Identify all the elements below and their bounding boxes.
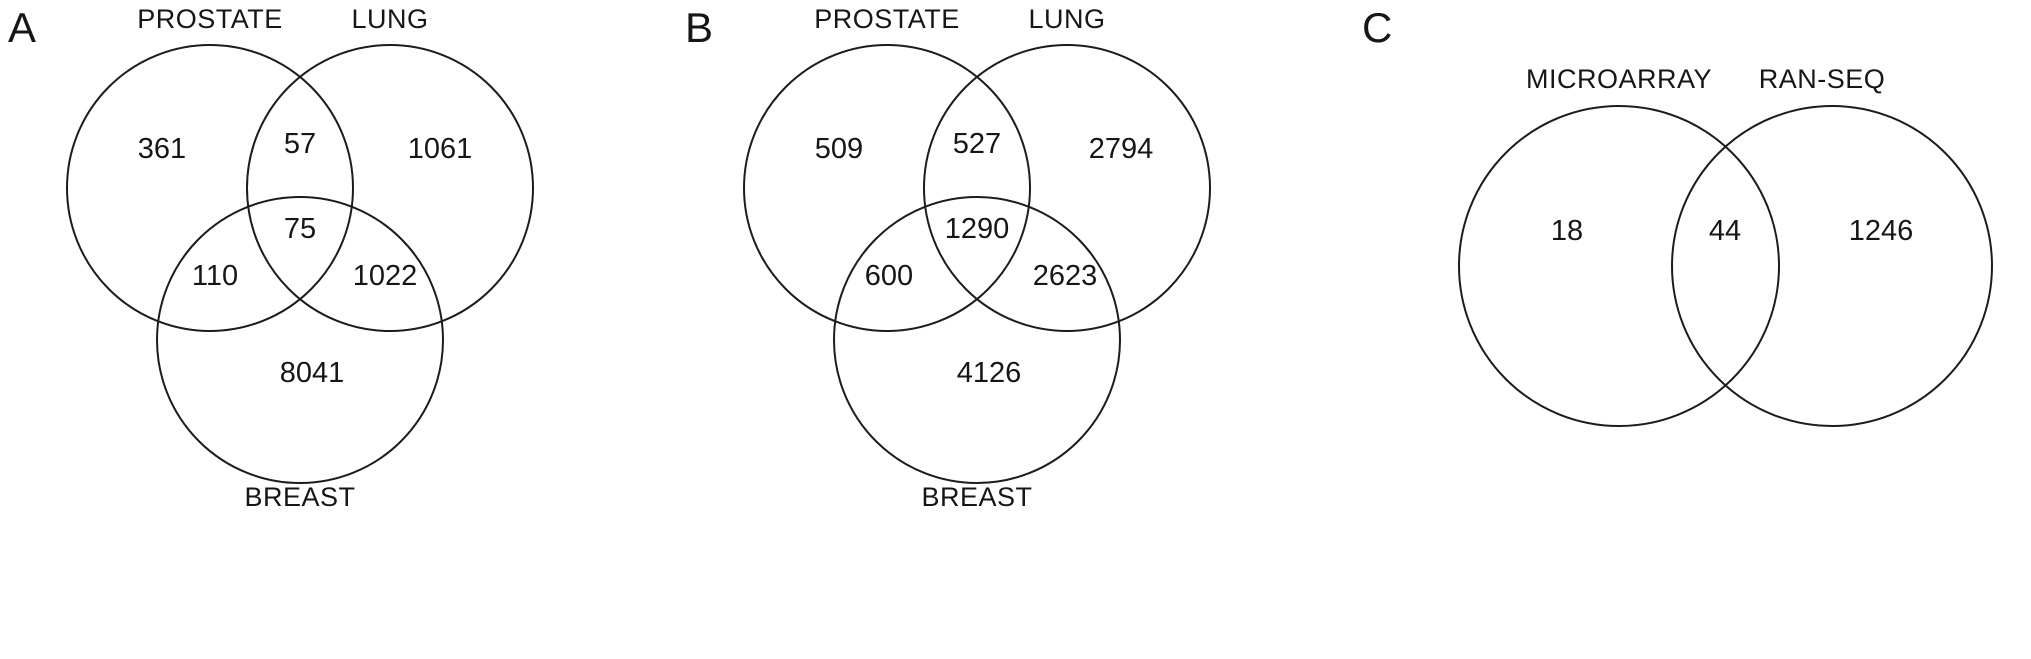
- panel-b-count-lung-only: 2794: [1089, 133, 1154, 165]
- panel-a-set-label-lung: LUNG: [351, 4, 428, 34]
- panel-a-count-prostate-lung: 57: [284, 128, 316, 160]
- panel-b-lung-circle: [923, 44, 1211, 332]
- panel-a-count-breast-only: 8041: [280, 357, 345, 389]
- panel-a-count-lung-breast: 1022: [353, 260, 418, 292]
- panel-c-count-microarray-only: 18: [1551, 215, 1583, 247]
- panel-c-ranseq-circle: [1671, 105, 1993, 427]
- panel-b: B PROSTATE LUNG 509 527 2794 1290 600 26…: [685, 4, 1211, 512]
- panel-b-count-all-three: 1290: [945, 213, 1010, 245]
- panel-a-letter: A: [8, 4, 36, 51]
- panel-a-count-prostate-only: 361: [138, 133, 186, 165]
- panel-a-lung-circle: [246, 44, 534, 332]
- panel-b-set-label-breast: BREAST: [921, 482, 1032, 512]
- panel-c-count-intersection: 44: [1709, 215, 1741, 247]
- panel-a-count-all-three: 75: [284, 213, 316, 245]
- panel-b-count-prostate-lung: 527: [953, 128, 1001, 160]
- panel-a-breast-circle: [156, 196, 444, 484]
- panel-b-set-label-prostate: PROSTATE: [814, 4, 960, 34]
- panel-c-set-label-ranseq: RAN-SEQ: [1759, 64, 1886, 94]
- panel-b-breast-circle: [833, 196, 1121, 484]
- panel-b-count-prostate-breast: 600: [865, 260, 913, 292]
- panel-b-prostate-circle: [743, 44, 1031, 332]
- panel-a-prostate-circle: [66, 44, 354, 332]
- panel-b-count-breast-only: 4126: [957, 357, 1022, 389]
- panel-c-letter: C: [1362, 4, 1392, 51]
- panel-b-set-label-lung: LUNG: [1028, 4, 1105, 34]
- panel-a-set-label-prostate: PROSTATE: [137, 4, 283, 34]
- panel-c: C MICROARRAY RAN-SEQ 18 44 1246: [1362, 4, 1993, 427]
- panel-c-microarray-circle: [1458, 105, 1780, 427]
- panel-a: A PROSTATE LUNG 361 57 1061 75 110 1022 …: [8, 4, 534, 512]
- panel-b-count-lung-breast: 2623: [1033, 260, 1098, 292]
- panel-a-count-lung-only: 1061: [408, 133, 473, 165]
- panel-a-count-prostate-breast: 110: [192, 260, 238, 292]
- panel-c-set-label-microarray: MICROARRAY: [1526, 64, 1712, 94]
- panel-a-set-label-breast: BREAST: [244, 482, 355, 512]
- panel-c-count-ranseq-only: 1246: [1849, 215, 1914, 247]
- panel-b-count-prostate-only: 509: [815, 133, 863, 165]
- panel-b-letter: B: [685, 4, 713, 51]
